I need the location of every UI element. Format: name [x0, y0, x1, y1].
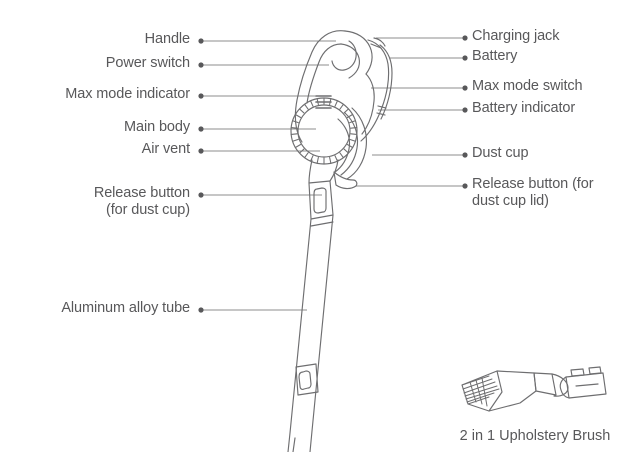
- leader-dot-right-1: [462, 55, 468, 61]
- callout-label-power-switch: Power switch: [105, 55, 190, 71]
- leader-dot-left-4: [198, 148, 204, 154]
- max-mode-indicator-bars: [315, 95, 332, 109]
- callout-label-release-button-dust-cup: Release button (for dust cup): [93, 185, 190, 218]
- callout-label-dust-cup: Dust cup: [472, 145, 529, 161]
- stick-vacuum-illustration: [287, 30, 393, 452]
- leader-dot-left-1: [198, 62, 204, 68]
- callout-label-max-mode-indicator: Max mode indicator: [65, 86, 190, 102]
- leader-dot-left-6: [198, 307, 204, 313]
- leader-dot-right-0: [462, 35, 468, 41]
- brush-bristles: [461, 375, 500, 407]
- callout-label-max-mode-switch: Max mode switch: [472, 78, 583, 94]
- callout-label-air-vent: Air vent: [141, 141, 190, 157]
- callout-label-aluminum-alloy-tube: Aluminum alloy tube: [61, 300, 190, 316]
- callout-label-charging-jack: Charging jack: [472, 28, 560, 44]
- air-vent-ticks: [290, 97, 358, 165]
- leader-dot-right-2: [462, 85, 468, 91]
- callout-label-battery: Battery: [472, 48, 518, 64]
- leader-dots: [198, 35, 468, 313]
- upholstery-brush-illustration: [461, 366, 607, 412]
- leader-dot-left-5: [198, 192, 204, 198]
- leader-dot-right-4: [462, 152, 468, 158]
- leader-dot-left-3: [198, 126, 204, 132]
- leader-dot-left-0: [198, 38, 204, 44]
- callout-label-main-body: Main body: [124, 119, 190, 135]
- callout-label-release-button-dust-cup-lid: Release button (for dust cup lid): [472, 176, 594, 209]
- brush-caption: 2 in 1 Upholstery Brush: [459, 428, 611, 444]
- leader-lines-right: [356, 37, 465, 187]
- leader-dot-left-2: [198, 93, 204, 99]
- leader-dot-right-3: [462, 107, 468, 113]
- callout-label-battery-indicator: Battery indicator: [472, 100, 576, 116]
- callout-label-handle: Handle: [144, 31, 190, 47]
- leader-lines-left: [201, 40, 336, 311]
- leader-dot-right-5: [462, 183, 468, 189]
